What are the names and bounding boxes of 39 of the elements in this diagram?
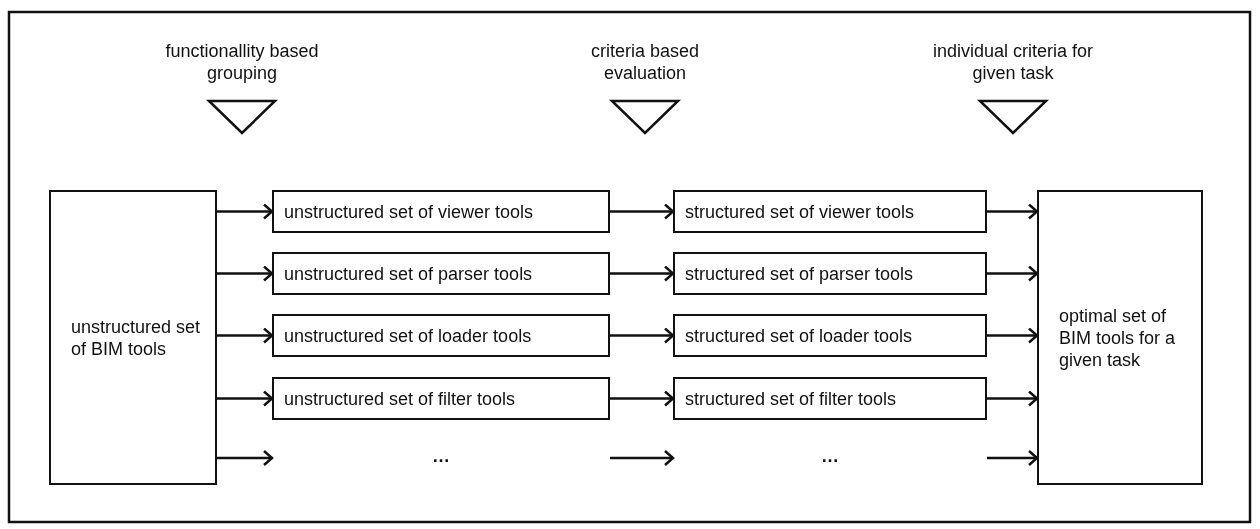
arrow xyxy=(610,390,675,407)
arrow xyxy=(610,327,675,344)
arrow xyxy=(987,327,1039,344)
box-label: unstructured set of BIM tools xyxy=(70,315,202,360)
arrow xyxy=(217,327,274,344)
arrow xyxy=(217,203,274,220)
step-label: functionallity based grouping xyxy=(164,40,320,84)
process-box xyxy=(673,377,987,420)
arrow xyxy=(217,390,274,407)
process-box xyxy=(673,314,987,357)
box-label: unstructured set of filter tools xyxy=(283,387,516,410)
process-box xyxy=(272,190,610,233)
arrow xyxy=(987,265,1039,282)
process-box xyxy=(673,190,987,233)
ellipsis-text: … xyxy=(432,444,450,467)
ellipsis-text: … xyxy=(821,444,839,467)
arrow xyxy=(610,265,675,282)
box-label: optimal set of BIM tools for a given task xyxy=(1058,304,1177,371)
box-label: structured set of loader tools xyxy=(684,324,913,347)
process-box xyxy=(673,252,987,295)
box-label: unstructured set of loader tools xyxy=(283,324,532,347)
box-label: structured set of viewer tools xyxy=(684,200,915,223)
process-box xyxy=(272,252,610,295)
step-label: criteria based evaluation xyxy=(589,40,701,84)
process-box xyxy=(272,377,610,420)
arrow xyxy=(217,265,274,282)
box-label: structured set of filter tools xyxy=(684,387,897,410)
process-box xyxy=(1037,190,1203,485)
arrow xyxy=(610,203,675,220)
step-label: individual criteria for given task xyxy=(931,40,1095,84)
box-label: unstructured set of parser tools xyxy=(283,262,533,285)
arrow xyxy=(987,449,1039,467)
process-box xyxy=(49,190,217,485)
arrow xyxy=(987,203,1039,220)
box-label: structured set of parser tools xyxy=(684,262,914,285)
arrow xyxy=(987,390,1039,407)
process-box xyxy=(272,314,610,357)
box-label: unstructured set of viewer tools xyxy=(283,200,534,223)
arrow xyxy=(217,449,274,467)
